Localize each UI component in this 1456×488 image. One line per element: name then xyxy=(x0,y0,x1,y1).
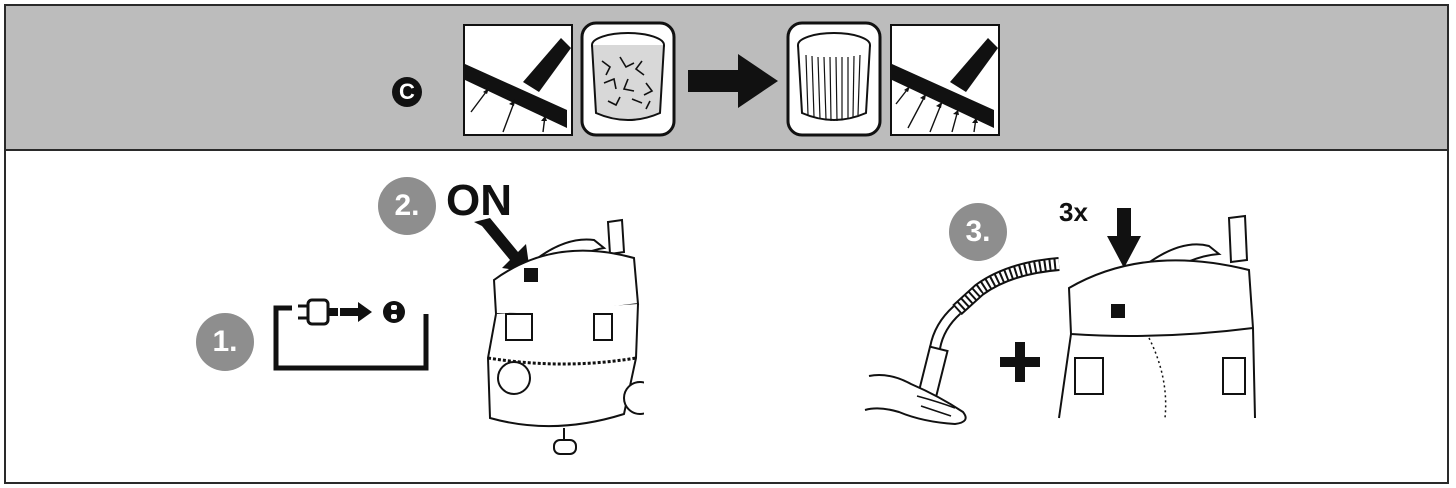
instruction-panel: C xyxy=(4,4,1449,484)
plus-icon xyxy=(1000,342,1040,382)
header-band: C xyxy=(6,6,1447,151)
section-letter-badge: C xyxy=(392,77,422,107)
step-2-badge: 2. xyxy=(378,177,436,235)
step-2-on-label: ON xyxy=(446,176,512,225)
step-1-badge: 1. xyxy=(196,313,254,371)
step-3-count-label: 3x xyxy=(1059,197,1088,227)
clean-filter-icon xyxy=(786,21,882,137)
plug-in-socket-icon xyxy=(273,298,429,371)
vacuum-cleaner-switch-on-icon xyxy=(474,218,644,455)
hose-suction-hand-icon xyxy=(864,257,1060,426)
step-3-badge: 3. xyxy=(949,203,1007,261)
floor-nozzle-strong-suction-icon xyxy=(890,24,1000,136)
arrow-right-icon xyxy=(688,54,778,108)
vacuum-button-press-icon xyxy=(1058,208,1256,419)
clogged-filter-icon xyxy=(580,21,676,137)
floor-nozzle-weak-suction-icon xyxy=(463,24,573,136)
